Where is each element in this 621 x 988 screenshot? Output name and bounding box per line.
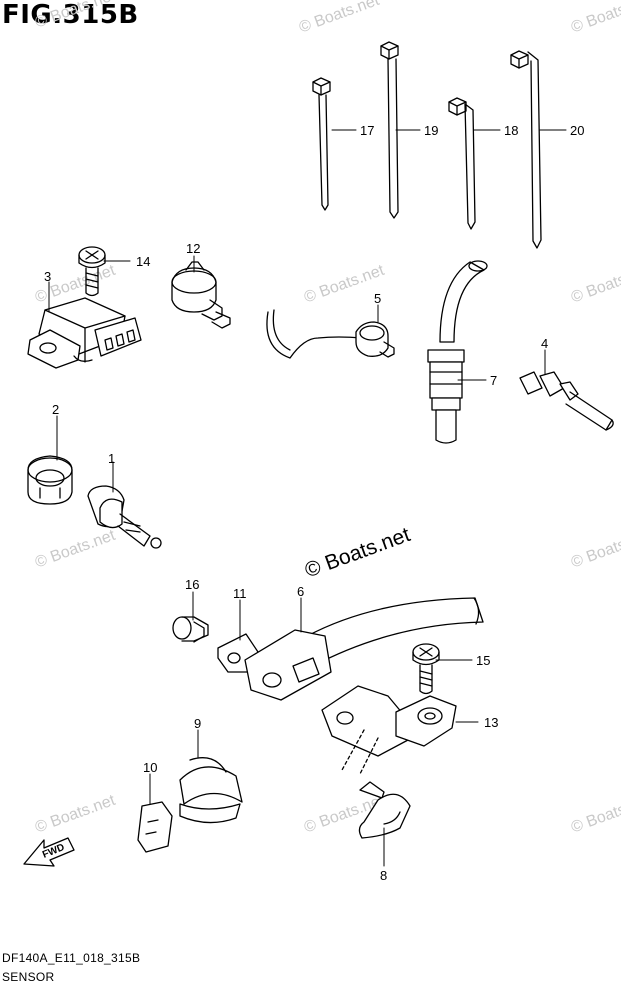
callout-3: 3: [44, 269, 51, 284]
callout-7: 7: [490, 373, 497, 388]
callout-4: 4: [541, 336, 548, 351]
clamp-9: [179, 757, 243, 824]
callout-10: 10: [143, 760, 157, 775]
figure-caption: SENSOR: [2, 970, 55, 984]
callout-1: 1: [108, 451, 115, 466]
leader-lines: [48, 129, 567, 867]
callout-8: 8: [380, 868, 387, 883]
figure-title: FIG.315B: [2, 0, 139, 30]
bolt-14: [78, 246, 106, 297]
bracket-8: [358, 781, 411, 839]
callout-18: 18: [504, 123, 518, 138]
callout-17: 17: [360, 123, 374, 138]
bolt-16: [172, 616, 209, 643]
cable-tie-20: [510, 50, 542, 249]
sensor-1: [87, 485, 162, 549]
fwd-arrow: FWD: [23, 837, 75, 867]
callout-9: 9: [194, 716, 201, 731]
bracket-13: [321, 685, 457, 775]
callout-2: 2: [52, 402, 59, 417]
callout-6: 6: [297, 584, 304, 599]
bolt-15: [412, 643, 440, 695]
callout-19: 19: [424, 123, 438, 138]
callout-13: 13: [484, 715, 498, 730]
callout-numbers: 1 2 3 4 5 6 7 8 9 10 11 12 13 14 15 16 1…: [44, 123, 584, 883]
callout-14: 14: [136, 254, 150, 269]
clip-10: [137, 801, 173, 853]
figure-code: DF140A_E11_018_315B: [2, 951, 141, 965]
sensor-7: [427, 260, 488, 444]
map-sensor-3: [27, 297, 142, 369]
callout-20: 20: [570, 123, 584, 138]
callout-15: 15: [476, 653, 490, 668]
grommet-2: [27, 455, 73, 505]
crank-sensor-6: [244, 597, 484, 701]
callout-5: 5: [374, 291, 381, 306]
callout-16: 16: [185, 577, 199, 592]
cable-tie-19: [380, 41, 399, 219]
cable-tie-18: [448, 97, 476, 230]
temp-sensor-4: [519, 371, 614, 431]
cable-tie-17: [312, 77, 331, 211]
pressure-switch-12: [171, 261, 231, 329]
callout-12: 12: [186, 241, 200, 256]
knock-sensor-5: [266, 309, 395, 359]
callout-11: 11: [233, 586, 247, 601]
